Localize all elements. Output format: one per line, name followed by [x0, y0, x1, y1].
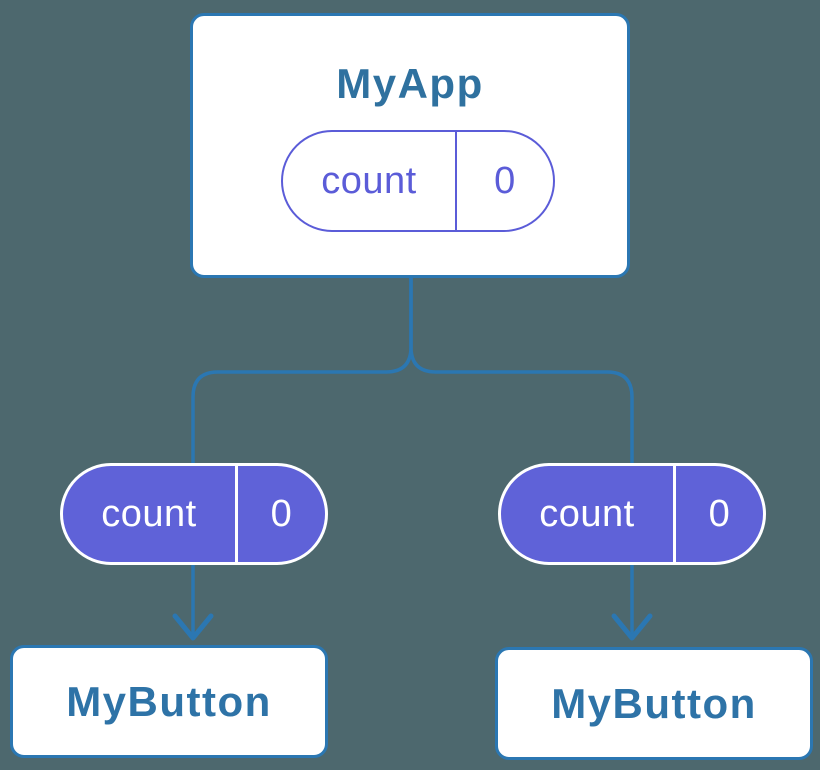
node-mybutton-right: MyButton [495, 647, 813, 760]
state-pill-count: count 0 [281, 130, 555, 232]
arrowhead-right [611, 613, 653, 641]
arrowhead-left [172, 613, 214, 641]
prop-pill-count-right-label: count [539, 492, 635, 535]
prop-pill-count-left: count 0 [60, 463, 328, 565]
node-mybutton-left: MyButton [10, 645, 328, 758]
connector-right-branch [409, 276, 634, 634]
state-pill-count-value: 0 [455, 132, 553, 230]
state-pill-count-label: count [321, 159, 417, 202]
node-myapp-title: MyApp [336, 60, 484, 107]
node-mybutton-left-title: MyButton [66, 677, 272, 725]
node-myapp: MyApp count 0 [190, 13, 630, 278]
prop-pill-count-right-value: 0 [673, 466, 763, 562]
node-mybutton-right-title: MyButton [551, 679, 757, 727]
prop-pill-count-left-value: 0 [235, 466, 325, 562]
connector-left-branch [191, 276, 413, 634]
prop-pill-count-right: count 0 [498, 463, 766, 565]
prop-pill-count-left-label: count [101, 492, 197, 535]
